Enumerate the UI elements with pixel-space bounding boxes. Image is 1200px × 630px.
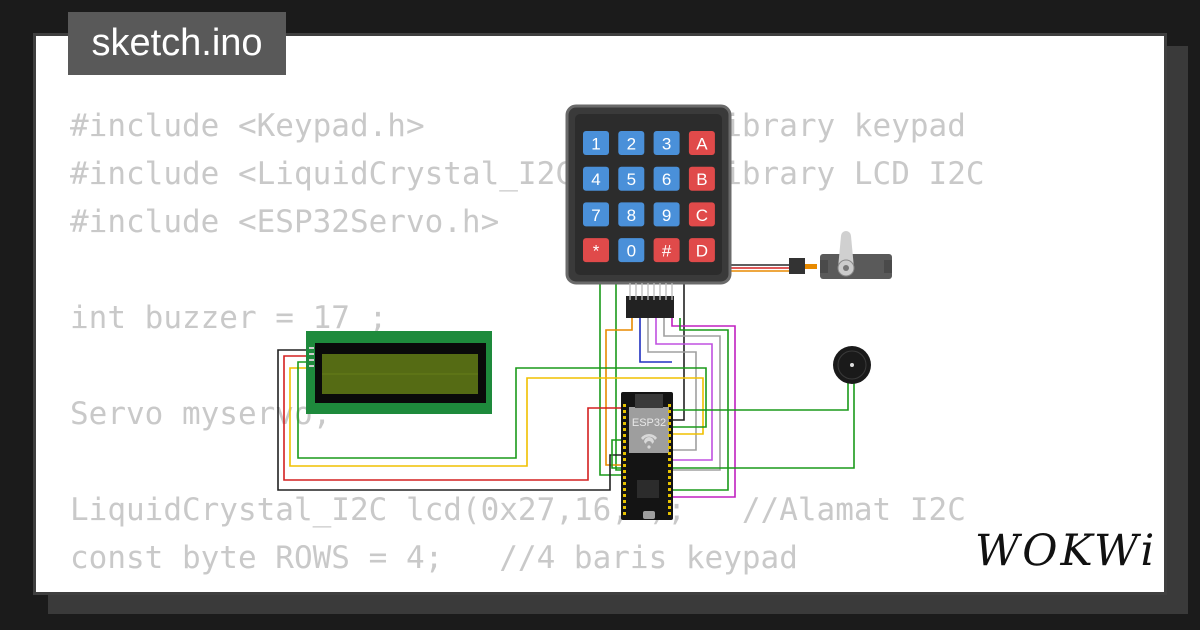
esp32-pin (668, 458, 671, 461)
esp32-pin (668, 422, 671, 425)
keypad-key-label: 2 (627, 135, 636, 154)
keypad-key-8[interactable]: 8 (618, 202, 645, 227)
esp32-pin (668, 416, 671, 419)
keypad-key-label: 5 (627, 170, 636, 189)
esp32-pin (623, 440, 626, 443)
esp32-pin (623, 500, 626, 503)
keypad-key-7[interactable]: 7 (583, 202, 609, 227)
esp32-pin (668, 512, 671, 515)
keypad-key-0[interactable]: 0 (618, 238, 645, 263)
code-line: const byte ROWS = 4; //4 baris keypad (70, 540, 798, 576)
keypad-key-D[interactable]: D (688, 238, 715, 263)
keypad-key-*[interactable]: * (583, 238, 609, 263)
esp32-pin (623, 494, 626, 497)
keypad-key-B[interactable]: B (688, 166, 715, 191)
esp32-pin (668, 428, 671, 431)
esp32-pin (623, 464, 626, 467)
keypad-key-label: 6 (662, 170, 671, 189)
keypad-key-label: 8 (627, 206, 636, 225)
keypad-key-1[interactable]: 1 (583, 131, 609, 155)
esp32-pin (668, 452, 671, 455)
keypad-key-2[interactable]: 2 (618, 131, 645, 155)
keypad-key-label: B (696, 170, 707, 189)
keypad-key-6[interactable]: 6 (653, 166, 680, 191)
keypad-key-5[interactable]: 5 (618, 166, 645, 191)
esp32-board[interactable]: ESP32 (621, 392, 673, 520)
esp32-pin (623, 470, 626, 473)
keypad-header (626, 283, 674, 318)
esp32-pin (623, 476, 626, 479)
esp32-pin (668, 440, 671, 443)
esp32-pin (668, 404, 671, 407)
esp32-pin (668, 434, 671, 437)
esp32-pin (623, 416, 626, 419)
keypad-key-label: # (662, 242, 672, 261)
keypad-key-3[interactable]: 3 (653, 131, 680, 155)
esp32-pin (623, 452, 626, 455)
keypad-key-label: 3 (662, 135, 671, 154)
esp32-pin (668, 410, 671, 413)
esp32-pin (668, 446, 671, 449)
keypad-key-C[interactable]: C (688, 202, 715, 227)
servo-motor[interactable] (789, 231, 892, 279)
esp32-pin (623, 506, 626, 509)
esp32-pin (623, 482, 626, 485)
keypad-key-label: 9 (662, 206, 671, 225)
keypad-key-label: 7 (591, 206, 600, 225)
esp32-pin (623, 512, 626, 515)
keypad-key-label: 1 (591, 135, 600, 154)
esp32-pin (623, 458, 626, 461)
keypad-key-#[interactable]: # (653, 238, 680, 263)
esp32-pin (668, 506, 671, 509)
lcd-1602-display[interactable] (306, 331, 492, 414)
keypad-key-label: C (696, 206, 708, 225)
wires (277, 262, 855, 498)
esp32-pin (623, 404, 626, 407)
esp32-pin (623, 434, 626, 437)
esp32-pin (623, 410, 626, 413)
esp32-pin (623, 488, 626, 491)
esp32-pin (668, 488, 671, 491)
esp32-pin (623, 446, 626, 449)
wokwi-logo: WOKWi (975, 526, 1158, 576)
esp32-label: ESP32 (632, 417, 666, 429)
keypad-key-label: 4 (591, 170, 600, 189)
keypad-key-label: D (696, 242, 708, 261)
esp32-pin (668, 464, 671, 467)
wifi-icon (641, 433, 657, 449)
keypad-key-label: * (593, 242, 600, 261)
keypad-4x4[interactable]: 1 2 3 A 4 5 6 B 7 8 9 C * 0 # D (565, 104, 732, 285)
buzzer[interactable] (833, 346, 871, 384)
esp32-pin (668, 500, 671, 503)
keypad-key-4[interactable]: 4 (583, 166, 609, 191)
sketch-file-title: sketch.ino (68, 12, 286, 75)
keypad-key-A[interactable]: A (688, 131, 715, 155)
esp32-pin (668, 482, 671, 485)
esp32-pin (668, 476, 671, 479)
esp32-pin (623, 428, 626, 431)
esp32-pin (623, 422, 626, 425)
code-line: int buzzer = 17 ; (70, 300, 388, 336)
keypad-key-9[interactable]: 9 (653, 202, 680, 227)
esp32-pin (668, 494, 671, 497)
keypad-key-label: 0 (627, 242, 636, 261)
code-line: #include <ESP32Servo.h> (70, 204, 500, 240)
keypad-key-label: A (696, 135, 708, 154)
esp32-pin (668, 470, 671, 473)
